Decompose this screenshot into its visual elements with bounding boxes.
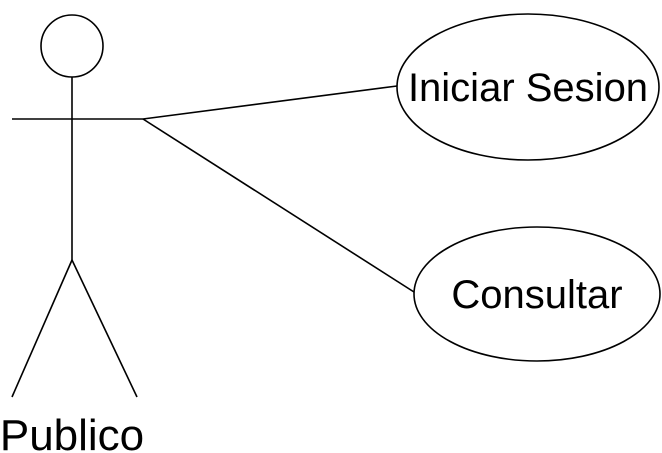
use-case-label: Consultar <box>451 273 622 317</box>
use-case-consultar[interactable]: Consultar <box>413 226 661 362</box>
association-line-consultar <box>142 118 415 293</box>
actor-right-leg <box>71 259 138 398</box>
use-case-ellipse <box>413 226 661 362</box>
actor-label: Publico <box>0 411 144 453</box>
use-case-ellipse <box>396 13 660 161</box>
use-case-label: Iniciar Sesion <box>408 66 648 110</box>
use-case-iniciar-sesion[interactable]: Iniciar Sesion <box>396 13 660 161</box>
actor-figure[interactable] <box>11 14 143 398</box>
actor-head <box>40 14 104 78</box>
actor-left-leg <box>11 259 73 398</box>
association-line-iniciar-sesion <box>142 85 398 120</box>
